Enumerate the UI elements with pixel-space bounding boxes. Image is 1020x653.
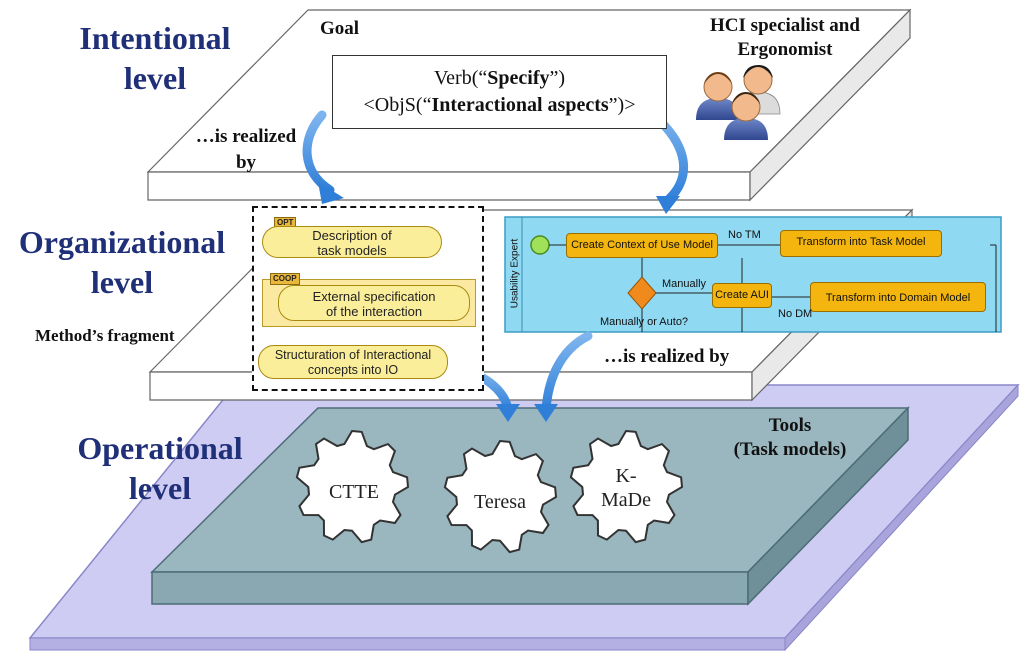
gear-label-teresa: Teresa: [474, 491, 526, 513]
edge-label-no-tm: No TM: [728, 229, 761, 241]
gear-icons: [295, 429, 684, 554]
goal-box: Verb(“Specify”) <ObjS(“Interactional asp…: [332, 55, 667, 129]
realized-by-label-bottom: …is realized by: [604, 346, 730, 367]
intentional-plane: [146, 8, 912, 202]
lane-label: Usability Expert: [509, 238, 521, 309]
task-create-aui: Create AUI: [712, 283, 772, 308]
ctte-gear-icon: [295, 429, 410, 544]
tools-label: Tools(Task models): [733, 415, 847, 460]
method-fragment-label: Method’s fragment: [35, 326, 175, 345]
edge-label-manually: Manually: [662, 278, 707, 290]
kmade-gear-icon: [569, 429, 684, 544]
goal-label: Goal: [320, 18, 360, 39]
gear-label-kmade: K-MaDe: [601, 465, 651, 511]
gear-label-ctte: CTTE: [329, 481, 379, 503]
people-icon: [696, 65, 781, 140]
coop-tag: COOP: [270, 273, 300, 285]
task-transform-domain-model: Transform into Domain Model: [810, 282, 986, 312]
teresa-gear-icon: [443, 439, 558, 554]
task-create-context: Create Context of Use Model: [566, 233, 718, 258]
gateway-label: Manually or Auto?: [600, 316, 689, 328]
realization-arrowheads: [318, 182, 680, 422]
task-transform-task-model: Transform into Task Model: [780, 230, 942, 257]
edge-label-no-dm: No DM: [778, 308, 813, 320]
